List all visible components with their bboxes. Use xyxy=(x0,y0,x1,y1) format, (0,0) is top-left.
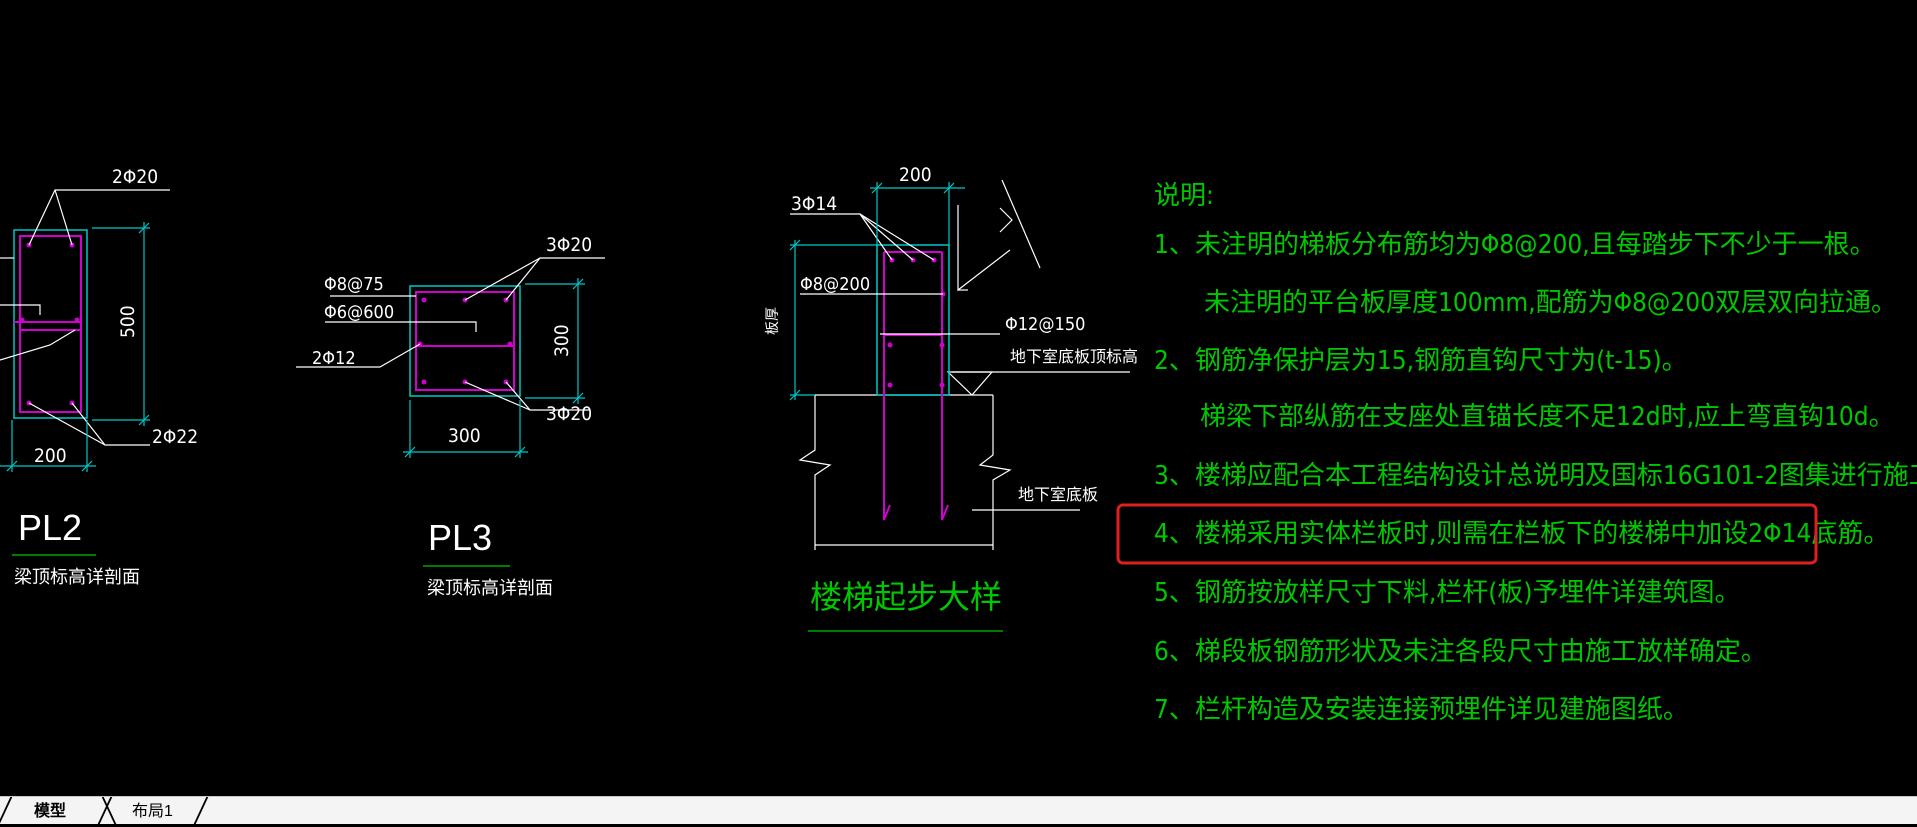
stair-top-rebar-label: 3Φ14 xyxy=(791,193,837,215)
pl3-bottom-rebar-label: 3Φ20 xyxy=(546,403,592,425)
note-line-7: 7、栏杆构造及安装连接预埋件详见建施图纸。 xyxy=(1154,695,1689,725)
note-line-4: 4、楼梯采用实体栏板时,则需在栏板下的楼梯中加设2Φ14底筋。 xyxy=(1154,519,1889,549)
note-line-3: 3、楼梯应配合本工程结构设计总说明及国标16G101-2图集进行施工。 xyxy=(1154,461,1917,491)
pl2-top-rebar-label: 2Φ20 xyxy=(112,166,158,188)
pl3-tie-label: Φ6@600 xyxy=(324,302,394,323)
stair-dist-rebar-label: Φ12@150 xyxy=(1005,314,1085,335)
tab-model[interactable]: 模型 xyxy=(34,803,67,820)
pl3-section: 3Φ20 Φ8@75 Φ6@600 2Φ12 3Φ20 300 300 PL3 … xyxy=(296,234,605,599)
pl3-leaders xyxy=(296,257,605,411)
stair-stirrup-label: Φ8@200 xyxy=(800,274,870,295)
pl3-top-rebar-label: 3Φ20 xyxy=(546,234,592,256)
notes-block: 说明: 1、未注明的梯板分布筋均为Φ8@200,且每踏步下不少于一根。 未注明的… xyxy=(1116,181,1917,725)
stair-width-dim-text: 200 xyxy=(899,164,932,186)
pl2-width-dim-text: 200 xyxy=(34,445,67,467)
pl2-inner-stirrup xyxy=(14,321,82,331)
note-line-6: 6、梯段板钢筋形状及未注各段尺寸由施工放样确定。 xyxy=(1154,637,1767,667)
stair-detail-title: 楼梯起步大样 xyxy=(810,578,1002,616)
pl2-label: PL2 xyxy=(18,507,82,548)
note-line-1-cont: 未注明的平台板厚度100mm,配筋为Φ8@200双层双向拉通。 xyxy=(1204,288,1897,318)
tab-separator xyxy=(193,797,209,824)
pl2-stirrup xyxy=(19,235,82,413)
pl2-height-dim-text: 500 xyxy=(117,305,139,338)
pl2-height-dimension xyxy=(92,222,150,426)
pl2-beam-outline xyxy=(13,229,88,419)
stair-side-label: 板厚 xyxy=(765,307,781,335)
pl3-width-dimension xyxy=(403,400,528,458)
pl3-stirrup-label: Φ8@75 xyxy=(324,274,384,295)
note-line-5: 5、钢筋按放样尺寸下料,栏杆(板)予埋件详建筑图。 xyxy=(1154,578,1741,608)
note-line-1: 1、未注明的梯板分布筋均为Φ8@200,且每踏步下不少于一根。 xyxy=(1154,230,1876,260)
pl3-height-dimension xyxy=(525,278,585,404)
stair-start-detail: 200 3Φ14 Φ8@200 Φ12@150 板厚 地下室底板顶标高 地下室底… xyxy=(765,164,1138,632)
pl3-label: PL3 xyxy=(428,517,492,558)
tab-layout1[interactable]: 布局1 xyxy=(132,803,173,820)
pl3-height-dim-text: 300 xyxy=(551,324,573,357)
stair-leaders xyxy=(790,213,1130,511)
stair-dimensions xyxy=(789,182,965,401)
cad-drawing-canvas[interactable]: 2Φ20 2Φ22 500 200 PL2 梁顶标高详剖面 xyxy=(0,0,1917,796)
pl3-stirrup xyxy=(415,291,515,391)
pl2-bottom-rebar-label: 2Φ22 xyxy=(152,426,198,448)
stair-step-outline xyxy=(876,244,950,396)
pl2-rebar-dots xyxy=(19,242,80,406)
highlight-box xyxy=(1116,503,1818,565)
note-line-2: 2、钢筋净保护层为15,钢筋直钩尺寸为(t-15)。 xyxy=(1154,346,1688,376)
pl2-leaders xyxy=(0,189,170,446)
tab-separator xyxy=(0,797,13,824)
stair-concrete-outline xyxy=(798,179,1041,550)
stair-basement-slab-label: 地下室底板 xyxy=(1018,485,1098,504)
pl3-width-dim-text: 300 xyxy=(448,425,481,447)
note-line-2-cont: 梯梁下部纵筋在支座处直锚长度不足12d时,应上弯直钩10d。 xyxy=(1200,402,1895,432)
pl3-side-rebar-label: 2Φ12 xyxy=(312,348,356,369)
stair-basement-top-label: 地下室底板顶标高 xyxy=(1010,347,1138,366)
stair-rebar-dots xyxy=(887,257,946,388)
notes-heading: 说明: xyxy=(1154,181,1214,211)
pl3-beam-outline xyxy=(409,285,521,397)
pl2-section: 2Φ20 2Φ22 500 200 PL2 梁顶标高详剖面 xyxy=(0,166,198,588)
pl3-rebar-dots xyxy=(417,297,513,385)
pl2-caption: 梁顶标高详剖面 xyxy=(14,567,140,588)
layout-tab-bar: 模型 布局1 xyxy=(0,796,1917,824)
pl2-width-dimension xyxy=(0,420,96,472)
stair-rebar xyxy=(883,251,949,521)
pl3-caption: 梁顶标高详剖面 xyxy=(427,578,553,599)
